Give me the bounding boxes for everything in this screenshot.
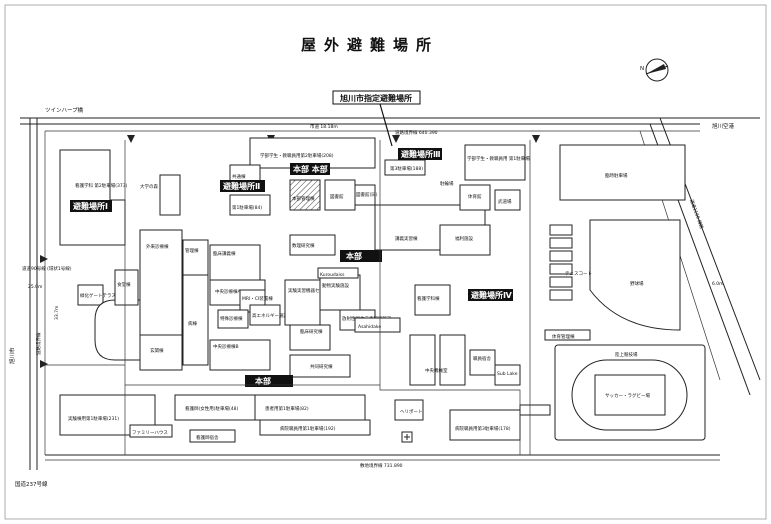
clinical-research-label: 臨床研究棟 bbox=[300, 328, 323, 335]
ward-label: 病棟 bbox=[188, 320, 197, 327]
library-label: 図書館 bbox=[330, 193, 344, 200]
right-road-width-label: 6.0m bbox=[712, 281, 724, 287]
outpatient-label: 外来診療棟 bbox=[146, 243, 169, 250]
bottom-road-length-label: 敷地境界線 731.890 bbox=[360, 462, 403, 469]
left-road: 旭川市 道道90号線 (環状1号線) 25.0m 33.7m 道路境界線 国道2… bbox=[8, 118, 72, 488]
special-label: 特殊診療棟 bbox=[220, 315, 243, 322]
bottom-boundary: 敷地境界線 731.890 bbox=[45, 454, 720, 469]
lecture-label: 講義実習棟 bbox=[395, 235, 418, 242]
parking-nurse-label: 看護師(女性用)駐車場(48) bbox=[185, 405, 238, 412]
internal-roads bbox=[45, 140, 531, 455]
designated-evac-callout: 旭川市指定避難場所 bbox=[332, 90, 421, 147]
route90-label: 道道90号線 (環状1号線) bbox=[22, 265, 72, 272]
left-river-label: 旭川市 bbox=[8, 347, 16, 364]
central-complex: 外来診療棟 管理棟 食堂棟 臨床講義棟 中央診療棟A 病棟 玄関棟 中央診療棟B… bbox=[114, 174, 401, 378]
top-road-length-label: 道路境界線 640.390 bbox=[395, 129, 438, 136]
animal-label: 動物実験施設 bbox=[322, 282, 349, 289]
kuroudaiss-label: Kuroudaiss bbox=[320, 272, 345, 278]
parking-staff1-label: 病院職員用第1駐車場(192) bbox=[280, 425, 336, 432]
right-route-label: 道道1160 線路 bbox=[688, 198, 705, 230]
road-airport-label: 旭川空港 bbox=[712, 122, 735, 130]
sub-lake-label: Sub Lake bbox=[497, 371, 518, 377]
parking-staff3-label: 病院職員用第3駐車場(178) bbox=[455, 425, 511, 432]
nursing-dept-label: 看護学科棟 bbox=[417, 295, 440, 302]
parking-nursing-label: 看護学科 第2駐車場(373) bbox=[75, 182, 128, 189]
left-line-label: 道路境界線 bbox=[35, 332, 42, 355]
central-a-label: 中央診療棟A bbox=[215, 288, 241, 295]
central-machine-label: 中央機械室 bbox=[425, 367, 448, 374]
hq-sub1-label: 本部 bbox=[340, 250, 382, 262]
central-b-label: 中央診療棟B bbox=[213, 343, 239, 350]
tennis-courts bbox=[549, 224, 573, 301]
top-road-width-label: 市道 18.18m bbox=[310, 123, 338, 130]
welfare-label: 福利施設 bbox=[455, 235, 473, 242]
main-admin-label: 本部管理棟 bbox=[292, 195, 315, 202]
parking-patient-label: 患者用第1駐車場(82) bbox=[265, 405, 309, 412]
route90-width-label: 25.0m bbox=[28, 284, 42, 290]
sports-admin-label: 体育管理棟 bbox=[552, 333, 575, 340]
tennis-label: テニスコート bbox=[565, 271, 592, 277]
lower-left-complex: 看護師(女性用)駐車場(48) 患者用第1駐車場(82) 病院職員用第1駐車場(… bbox=[129, 394, 371, 443]
parking-3-label: 第3駐車場(188) bbox=[390, 165, 423, 172]
forest-label: 大学の森 bbox=[140, 183, 158, 190]
evac-label-1: 避難場所Ⅰ bbox=[70, 200, 112, 212]
route237-label: 国道237号線 bbox=[15, 480, 48, 488]
svg-text:避難場所Ⅳ: 避難場所Ⅳ bbox=[471, 290, 512, 300]
middle-road-width-label: 33.7m bbox=[54, 306, 60, 320]
helipad-label: ヘリポート bbox=[400, 408, 423, 415]
family-house-label: ファミリーハウス bbox=[132, 429, 168, 436]
cafeteria-label: 食堂棟 bbox=[117, 281, 131, 288]
entrance-label: 玄関棟 bbox=[150, 347, 164, 354]
map-title: 屋外避難場所 bbox=[301, 36, 439, 54]
asahidake-label: Asahidake bbox=[358, 324, 381, 330]
parking-1-label: 第1駐車場(84) bbox=[232, 204, 262, 211]
svg-text:本部: 本部 bbox=[345, 251, 362, 261]
old-library-label: 図書館(旧) bbox=[356, 191, 378, 198]
martial-label: 武道場 bbox=[498, 198, 512, 205]
lower-complex: 中央機械室 職員宿舎 Sub Lake ヘリポート 病院職員用第3駐車場(178… bbox=[394, 334, 581, 441]
svg-text:避難場所Ⅰ: 避難場所Ⅰ bbox=[73, 201, 108, 211]
joint-research-label: 共同研究棟 bbox=[310, 363, 333, 370]
compass-north-label: N bbox=[640, 66, 644, 72]
mri-label: MRI・CI装置棟 bbox=[242, 295, 273, 302]
evac-label-3: 避難場所Ⅲ bbox=[398, 148, 442, 160]
gym-label: 体育館 bbox=[468, 193, 482, 200]
road-twin-harp-label: ツインハープ橋 bbox=[45, 106, 84, 114]
hq-sub2-label: 本部 bbox=[245, 375, 293, 387]
evac-label-4: 避難場所Ⅳ bbox=[468, 289, 513, 301]
evac-label-2: 避難場所Ⅱ bbox=[220, 180, 265, 192]
map-frame bbox=[4, 4, 767, 520]
svg-text:避難場所Ⅱ: 避難場所Ⅱ bbox=[223, 181, 260, 191]
svg-text:避難場所Ⅲ: 避難場所Ⅲ bbox=[401, 149, 441, 159]
common-label: 共通棟 bbox=[232, 173, 246, 180]
equipment-center-label: 実験実習機器センター bbox=[288, 287, 333, 294]
parking-exp-label: 実験棟用第1駐車場(231) bbox=[68, 415, 119, 422]
svg-text:本部 本部: 本部 本部 bbox=[292, 164, 328, 174]
temp-parking-label: 臨時駐車場 bbox=[605, 172, 628, 179]
helipad-icon bbox=[401, 431, 413, 443]
entrance-arrows bbox=[40, 135, 540, 368]
parking-student1-label: 学部学生・教職員用 第1駐車場 bbox=[467, 155, 530, 162]
hq-main-label: 本部 本部 bbox=[290, 163, 330, 175]
baseball-label: 野球場 bbox=[630, 280, 644, 287]
high-energy-label: 高エネルギー施設 bbox=[252, 312, 288, 319]
svg-text:本部: 本部 bbox=[254, 376, 271, 386]
track-label: 陸上競技場 bbox=[615, 351, 638, 358]
green-terrace-label: 緑化ゲートテラス bbox=[80, 292, 116, 299]
clinical-lecture-label: 臨床講義棟 bbox=[213, 250, 236, 257]
compass-icon: N bbox=[640, 58, 669, 82]
parking-2-label: 学部学生・教職員用第2駐車場(208) bbox=[260, 152, 334, 159]
housing-label: 職員宿舎 bbox=[473, 355, 491, 362]
math-research-label: 数理研究棟 bbox=[292, 242, 315, 249]
sports-area: 臨時駐車場 野球場 テニスコート 体育管理棟 陸上競技場 サッカー・ラグビー場 bbox=[544, 144, 706, 441]
soccer-label: サッカー・ラグビー場 bbox=[605, 392, 650, 399]
nurse-dorm-label: 看護師宿舎 bbox=[196, 434, 219, 441]
admin-label: 管理棟 bbox=[185, 247, 199, 254]
callout-text: 旭川市指定避難場所 bbox=[339, 93, 412, 103]
top-road: ツインハープ橋 旭川空港 市道 18.18m 道路境界線 640.390 bbox=[20, 106, 760, 136]
bike-label: 駐輪場 bbox=[440, 180, 454, 187]
